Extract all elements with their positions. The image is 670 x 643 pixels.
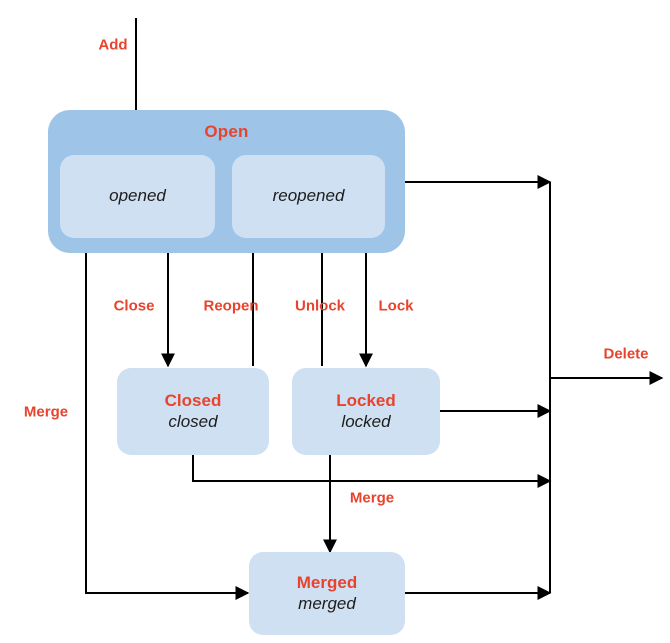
state-merged-sub: merged	[298, 593, 356, 613]
transition-label-reopen: Reopen	[203, 297, 259, 315]
transition-label-merge-mid: Merge	[349, 489, 395, 507]
state-merged-title: Merged	[296, 573, 358, 593]
state-closed[interactable]: Closed closed	[117, 368, 269, 455]
state-locked-sub: locked	[341, 411, 391, 431]
transition-label-unlock: Unlock	[294, 297, 346, 315]
transition-label-lock: Lock	[378, 297, 414, 315]
edge-closed-merge	[192, 455, 552, 488]
state-opened[interactable]: opened	[60, 155, 215, 238]
state-closed-sub: closed	[168, 411, 218, 431]
transition-label-merge-left: Merge	[23, 403, 69, 421]
edge-open-merge	[85, 253, 250, 600]
state-reopened[interactable]: reopened	[232, 155, 385, 238]
state-locked-title: Locked	[336, 391, 396, 411]
state-merged[interactable]: Merged merged	[249, 552, 405, 635]
state-reopened-label: reopened	[272, 186, 345, 206]
state-group-open-title: Open	[204, 122, 249, 141]
transition-label-delete: Delete	[603, 345, 649, 363]
transition-label-close: Close	[113, 297, 155, 315]
state-closed-title: Closed	[164, 391, 222, 411]
state-locked[interactable]: Locked locked	[292, 368, 440, 455]
transition-label-add: Add	[98, 36, 128, 54]
state-opened-label: opened	[109, 186, 166, 206]
